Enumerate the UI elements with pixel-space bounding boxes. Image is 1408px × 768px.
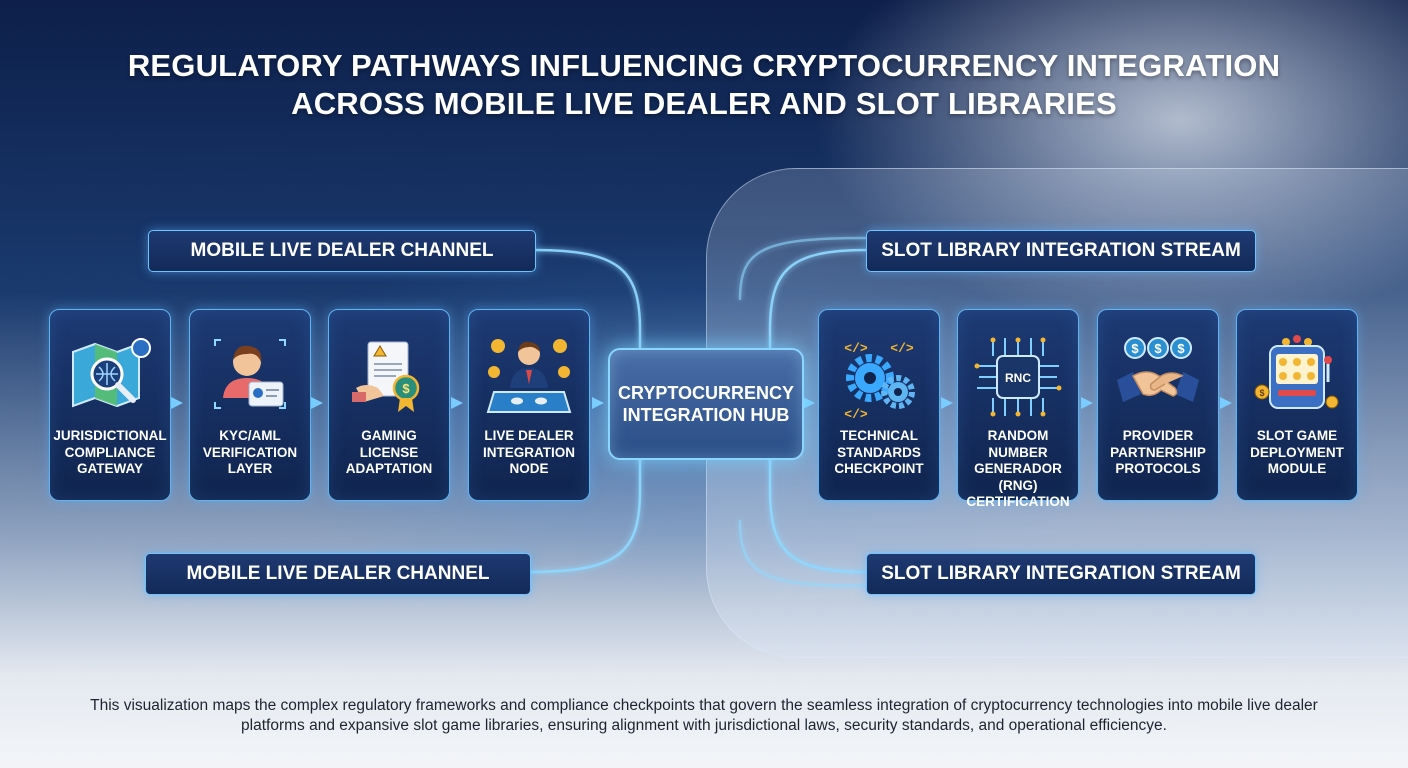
svg-text:$: $	[402, 381, 410, 396]
svg-text:$: $	[1259, 388, 1264, 398]
step-gaming-license-adaptation: $ GAMING LICENSE ADAPTATION	[328, 309, 450, 501]
page-title-line-1: REGULATORY PATHWAYS INFLUENCING CRYPTOCU…	[127, 48, 1281, 83]
arrow-6	[941, 397, 953, 409]
step-label: PROVIDER PARTNERSHIP PROTOCOLS	[1110, 428, 1206, 476]
step-slot-game-deployment-module: $ SLOT GAME DEPLOYMENT MODULE	[1236, 309, 1358, 501]
arrow-7	[1081, 397, 1093, 409]
arrow-8	[1220, 397, 1232, 409]
svg-text:</>: </>	[844, 341, 868, 356]
map-search-icon	[72, 338, 151, 408]
step-label: SLOT GAME DEPLOYMENT MODULE	[1250, 428, 1344, 476]
flow-line-bottom-right	[768, 456, 867, 574]
step-label: GAMING LICENSE ADAPTATION	[345, 428, 433, 476]
step-technical-standards-checkpoint: </> </> </> TECHNICAL STANDARDS CHECKPOI…	[818, 309, 940, 501]
banner-mobile-live-dealer-bottom: MOBILE LIVE DEALER CHANNEL	[145, 553, 531, 595]
flow-line-top-left	[533, 248, 642, 348]
arrow-5	[803, 397, 815, 409]
banner-mobile-live-dealer-top: MOBILE LIVE DEALER CHANNEL	[148, 230, 536, 272]
arrow-1	[171, 397, 183, 409]
rng-chip-icon: RNC	[974, 337, 1062, 417]
step-jurisdictional-compliance-gateway: JURISDICTIONAL COMPLIANCE GATEWAY	[49, 309, 171, 501]
svg-text:</>: </>	[890, 341, 914, 356]
step-label: TECHNICAL STANDARDS CHECKPOINT	[834, 428, 924, 476]
svg-text:</>: </>	[844, 407, 868, 422]
svg-text:$: $	[1154, 341, 1162, 356]
arrow-3	[451, 397, 463, 409]
arrow-2	[311, 397, 323, 409]
outer-arc-bottom-right	[738, 519, 867, 588]
banner-slot-library-top: SLOT LIBRARY INTEGRATION STREAM	[866, 230, 1256, 272]
step-live-dealer-integration-node: LIVE DEALER INTEGRATION NODE	[468, 309, 590, 501]
step-label: KYC/AML VERIFICATION LAYER	[202, 428, 298, 476]
cryptocurrency-integration-hub: CRYPTOCURRENCY INTEGRATION HUB	[608, 348, 804, 460]
slot-machine-icon: $	[1254, 335, 1339, 409]
step-provider-partnership-protocols: $ $ $ PROVIDER PARTNERSHIP PROTOCOLS	[1097, 309, 1219, 501]
step-label: RANDOM NUMBER GENERADOR (RNG) CERTIFICAT…	[966, 428, 1070, 509]
code-gears-icon: </> </> </>	[844, 341, 915, 422]
dealer-table-icon	[486, 339, 572, 413]
caption-text: This visualization maps the complex regu…	[90, 697, 1318, 734]
flow-line-top-right	[768, 248, 867, 348]
handshake-icon: $ $ $	[1117, 337, 1199, 402]
rng-chip-label: RNC	[1005, 371, 1031, 385]
page-title-line-2: ACROSS MOBILE LIVE DEALER AND SLOT LIBRA…	[291, 86, 1117, 121]
step-label: LIVE DEALER INTEGRATION NODE	[483, 428, 575, 476]
license-document-icon: $	[352, 341, 420, 412]
outer-arc-top-right	[738, 236, 867, 301]
banner-slot-library-bottom: SLOT LIBRARY INTEGRATION STREAM	[866, 553, 1256, 595]
step-kyc-aml-verification-layer: KYC/AML VERIFICATION LAYER	[189, 309, 311, 501]
step-rng-certification: RNC RANDOM NUMBER GENERADOR (RNG) CERTIF…	[957, 309, 1079, 509]
arrow-4	[592, 397, 604, 409]
id-verification-icon	[214, 339, 286, 409]
step-label: JURISDICTIONAL COMPLIANCE GATEWAY	[53, 428, 167, 476]
flow-line-bottom-left	[528, 456, 642, 574]
svg-text:$: $	[1131, 341, 1139, 356]
svg-text:$: $	[1177, 341, 1185, 356]
